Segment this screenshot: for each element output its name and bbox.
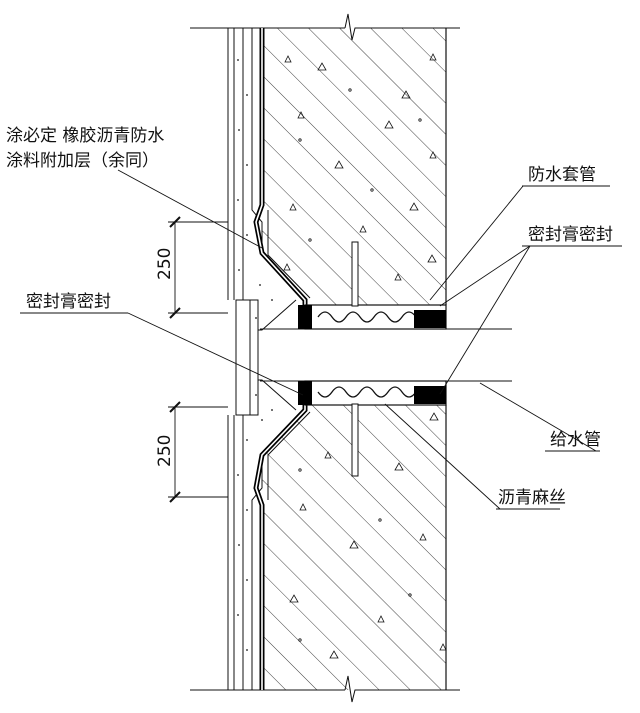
concrete-wall: [190, 13, 460, 703]
dimension-labels: 250 250: [155, 248, 175, 467]
asphalt-hemp-fill: [317, 311, 417, 398]
sealant-blocks: [298, 305, 446, 405]
waterproof-membrane: [253, 28, 311, 690]
label-sealant-right: 密封膏密封: [528, 224, 613, 245]
label-sealant-left: 密封膏密封: [26, 291, 111, 312]
dimension-lines: [168, 216, 228, 503]
label-coating-line2: 涂料附加层（余同）: [6, 151, 159, 171]
label-coating-line1: 涂必定 橡胶沥青防水: [6, 126, 164, 146]
dimension-upper: 250: [155, 248, 175, 280]
label-waterproof-sleeve: 防水套管: [528, 165, 596, 185]
water-supply-pipe: [235, 299, 297, 416]
label-asphalt-hemp: 沥青麻丝: [498, 488, 566, 508]
annotation-labels: 涂必定 橡胶沥青防水 涂料附加层（余同） 防水套管 密封膏密封 密封膏密封 给水…: [6, 126, 613, 508]
concrete-aggregate: [283, 53, 447, 659]
mortar-dots: [237, 59, 273, 651]
leader-lines: [20, 169, 622, 510]
dimension-lower: 250: [155, 435, 175, 467]
label-water-supply-pipe: 给水管: [550, 430, 601, 450]
